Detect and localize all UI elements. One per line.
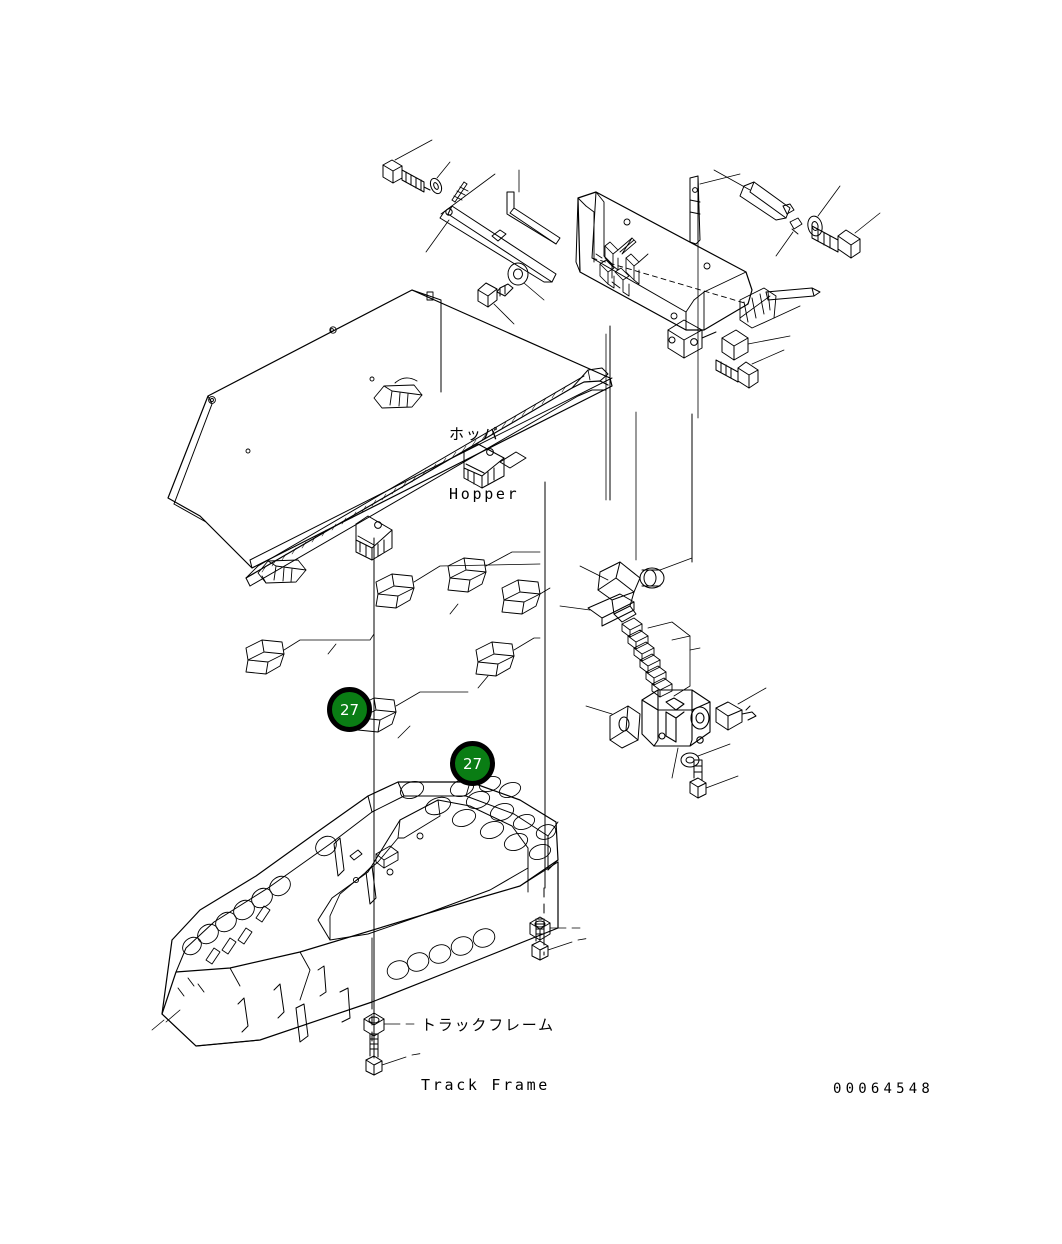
- callout-27-left[interactable]: 27: [327, 687, 372, 732]
- document-id: 00064548: [833, 1081, 935, 1097]
- hopper-panel: [167, 289, 613, 584]
- label-hopper-en: Hopper: [449, 485, 520, 504]
- label-hopper-jp: ホッパ: [449, 424, 500, 443]
- label-track-frame-en: Track Frame: [421, 1076, 551, 1095]
- fastener-group-top-right: [689, 169, 881, 389]
- label-track-frame: トラックフレーム Track Frame: [421, 975, 555, 1116]
- upper-bracket-plate: [575, 191, 801, 359]
- track-frame-body: [161, 775, 559, 1047]
- fastener-group-top-left: [382, 139, 561, 325]
- fastener-group-bottom: [363, 916, 591, 1076]
- hopper-rail-beam: [245, 367, 609, 587]
- label-hopper: ホッパ Hopper: [449, 384, 519, 525]
- callout-27-right[interactable]: 27: [450, 741, 495, 786]
- callout-number: 27: [462, 754, 483, 773]
- label-track-frame-jp: トラックフレーム: [421, 1015, 555, 1034]
- latch-assembly: [559, 557, 767, 799]
- callout-number: 27: [339, 700, 360, 719]
